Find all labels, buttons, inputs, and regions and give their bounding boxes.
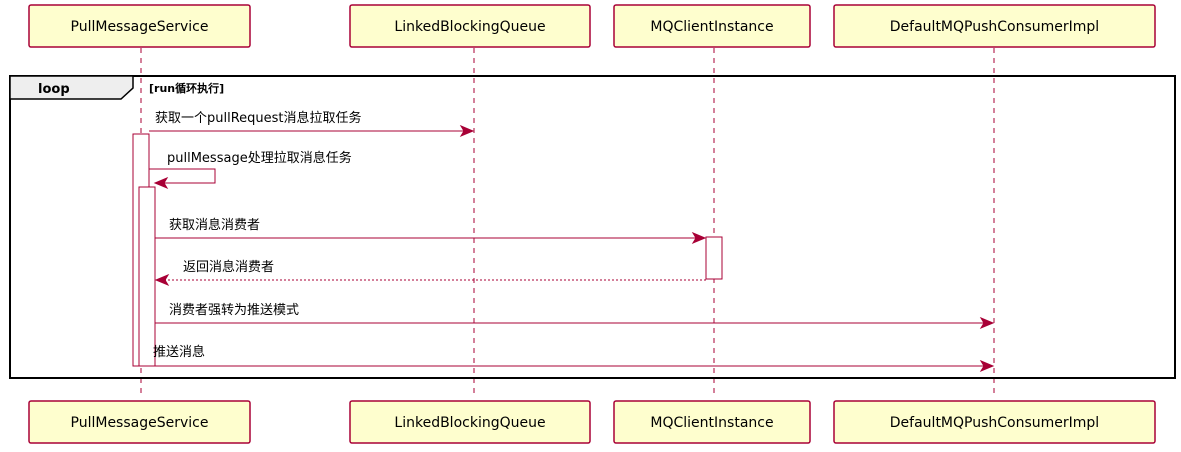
message-line-pull-message bbox=[149, 168, 216, 184]
activation-mqclientinstance bbox=[705, 236, 723, 280]
arrowhead-pull-message bbox=[153, 176, 169, 190]
participant-top-defaultmqpushconsumerimpl: DefaultMQPushConsumerImpl bbox=[833, 4, 1156, 48]
loop-tab bbox=[9, 75, 134, 100]
arrowhead-return-consumer bbox=[154, 273, 170, 287]
arrowhead-get-pull-request bbox=[459, 124, 475, 138]
participant-label: DefaultMQPushConsumerImpl bbox=[890, 19, 1099, 35]
participant-top-pullmessageservice: PullMessageService bbox=[28, 4, 251, 48]
participant-label: LinkedBlockingQueue bbox=[394, 19, 545, 35]
loop-label: loop bbox=[38, 82, 70, 97]
participant-bottom-mqclientinstance: MQClientInstance bbox=[613, 400, 811, 444]
participant-bottom-linkedblockingqueue: LinkedBlockingQueue bbox=[349, 400, 591, 444]
message-label-cast-push-mode: 消费者强转为推送模式 bbox=[169, 303, 299, 318]
participant-bottom-defaultmqpushconsumerimpl: DefaultMQPushConsumerImpl bbox=[833, 400, 1156, 444]
arrowhead-get-consumer bbox=[691, 231, 707, 245]
loop-frame bbox=[9, 75, 1176, 379]
message-label-pull-message: pullMessage处理拉取消息任务 bbox=[167, 150, 352, 166]
participant-bottom-pullmessageservice: PullMessageService bbox=[28, 400, 251, 444]
participant-label: PullMessageService bbox=[71, 19, 209, 35]
message-label-get-pull-request: 获取一个pullRequest消息拉取任务 bbox=[155, 110, 362, 126]
arrowhead-push-message bbox=[979, 359, 995, 373]
participant-label: LinkedBlockingQueue bbox=[394, 415, 545, 431]
participant-label: DefaultMQPushConsumerImpl bbox=[890, 415, 1099, 431]
message-label-return-consumer: 返回消息消费者 bbox=[183, 259, 274, 275]
participant-top-mqclientinstance: MQClientInstance bbox=[613, 4, 811, 48]
participant-label: MQClientInstance bbox=[650, 415, 773, 431]
loop-guard: [run循环执行] bbox=[149, 81, 224, 95]
message-label-get-consumer: 获取消息消费者 bbox=[169, 217, 260, 233]
arrowhead-cast-push-mode bbox=[979, 316, 995, 330]
participant-top-linkedblockingqueue: LinkedBlockingQueue bbox=[349, 4, 591, 48]
participant-label: PullMessageService bbox=[71, 415, 209, 431]
participant-label: MQClientInstance bbox=[650, 19, 773, 35]
activation-pullmessageservice-inner bbox=[138, 186, 156, 367]
message-label-push-message: 推送消息 bbox=[153, 344, 205, 360]
